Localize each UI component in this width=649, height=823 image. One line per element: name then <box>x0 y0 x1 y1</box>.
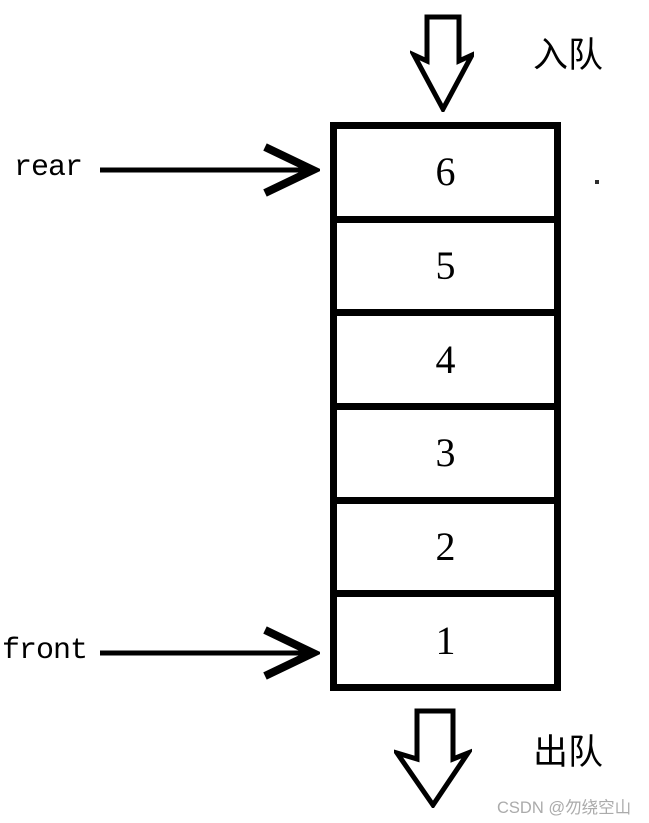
dequeue-label: 出队 <box>533 733 604 772</box>
queue-cell: 3 <box>337 403 554 497</box>
enqueue-arrow-icon <box>410 14 474 112</box>
queue-stack: 6 5 4 3 2 1 <box>330 122 561 691</box>
queue-cell: 2 <box>337 496 554 591</box>
cell-value: 3 <box>435 430 456 476</box>
watermark: CSDN @勿绕空山 <box>497 799 632 817</box>
rear-arrow-icon <box>100 143 320 197</box>
rear-label: rear <box>14 151 83 185</box>
cell-value: 6 <box>435 149 456 195</box>
front-arrow-icon <box>100 626 320 680</box>
front-label: front <box>2 634 88 668</box>
cell-value: 5 <box>435 243 456 288</box>
queue-cell: 5 <box>337 215 554 310</box>
cell-value: 2 <box>435 524 456 570</box>
queue-cell: 6 <box>337 129 554 216</box>
queue-cell: 4 <box>337 309 554 403</box>
stray-dot <box>595 180 599 184</box>
enqueue-label: 入队 <box>533 36 604 75</box>
cell-value: 1 <box>435 617 456 663</box>
cell-value: 4 <box>435 336 456 382</box>
queue-cell: 1 <box>337 590 554 684</box>
dequeue-arrow-icon <box>394 708 472 808</box>
